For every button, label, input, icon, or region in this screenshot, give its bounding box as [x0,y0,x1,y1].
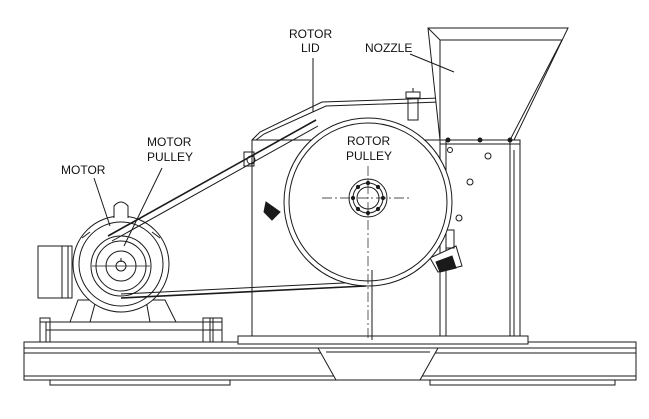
label-rotor-lid-line1: ROTOR [289,27,332,41]
motor-pulley [90,235,152,297]
label-rotor-pulley-line2: PULLEY [346,149,392,163]
leader-lines [93,53,455,247]
label-rotor-lid-line2: LID [301,41,320,55]
label-motor-pulley-line1: MOTOR [147,135,192,149]
label-rotor-pulley-line1: ROTOR [347,134,390,148]
motor-base-plate [39,299,223,343]
labels: ROTOR LID NOZZLE ROTOR PULLEY MOTOR PULL… [61,27,412,177]
label-motor: MOTOR [61,163,106,177]
label-nozzle: NOZZLE [365,41,412,55]
rotor-pulley [283,117,453,340]
label-motor-pulley-line2: PULLEY [147,150,193,164]
belt [107,119,367,299]
base-frame [23,341,637,386]
nozzle [427,27,569,145]
